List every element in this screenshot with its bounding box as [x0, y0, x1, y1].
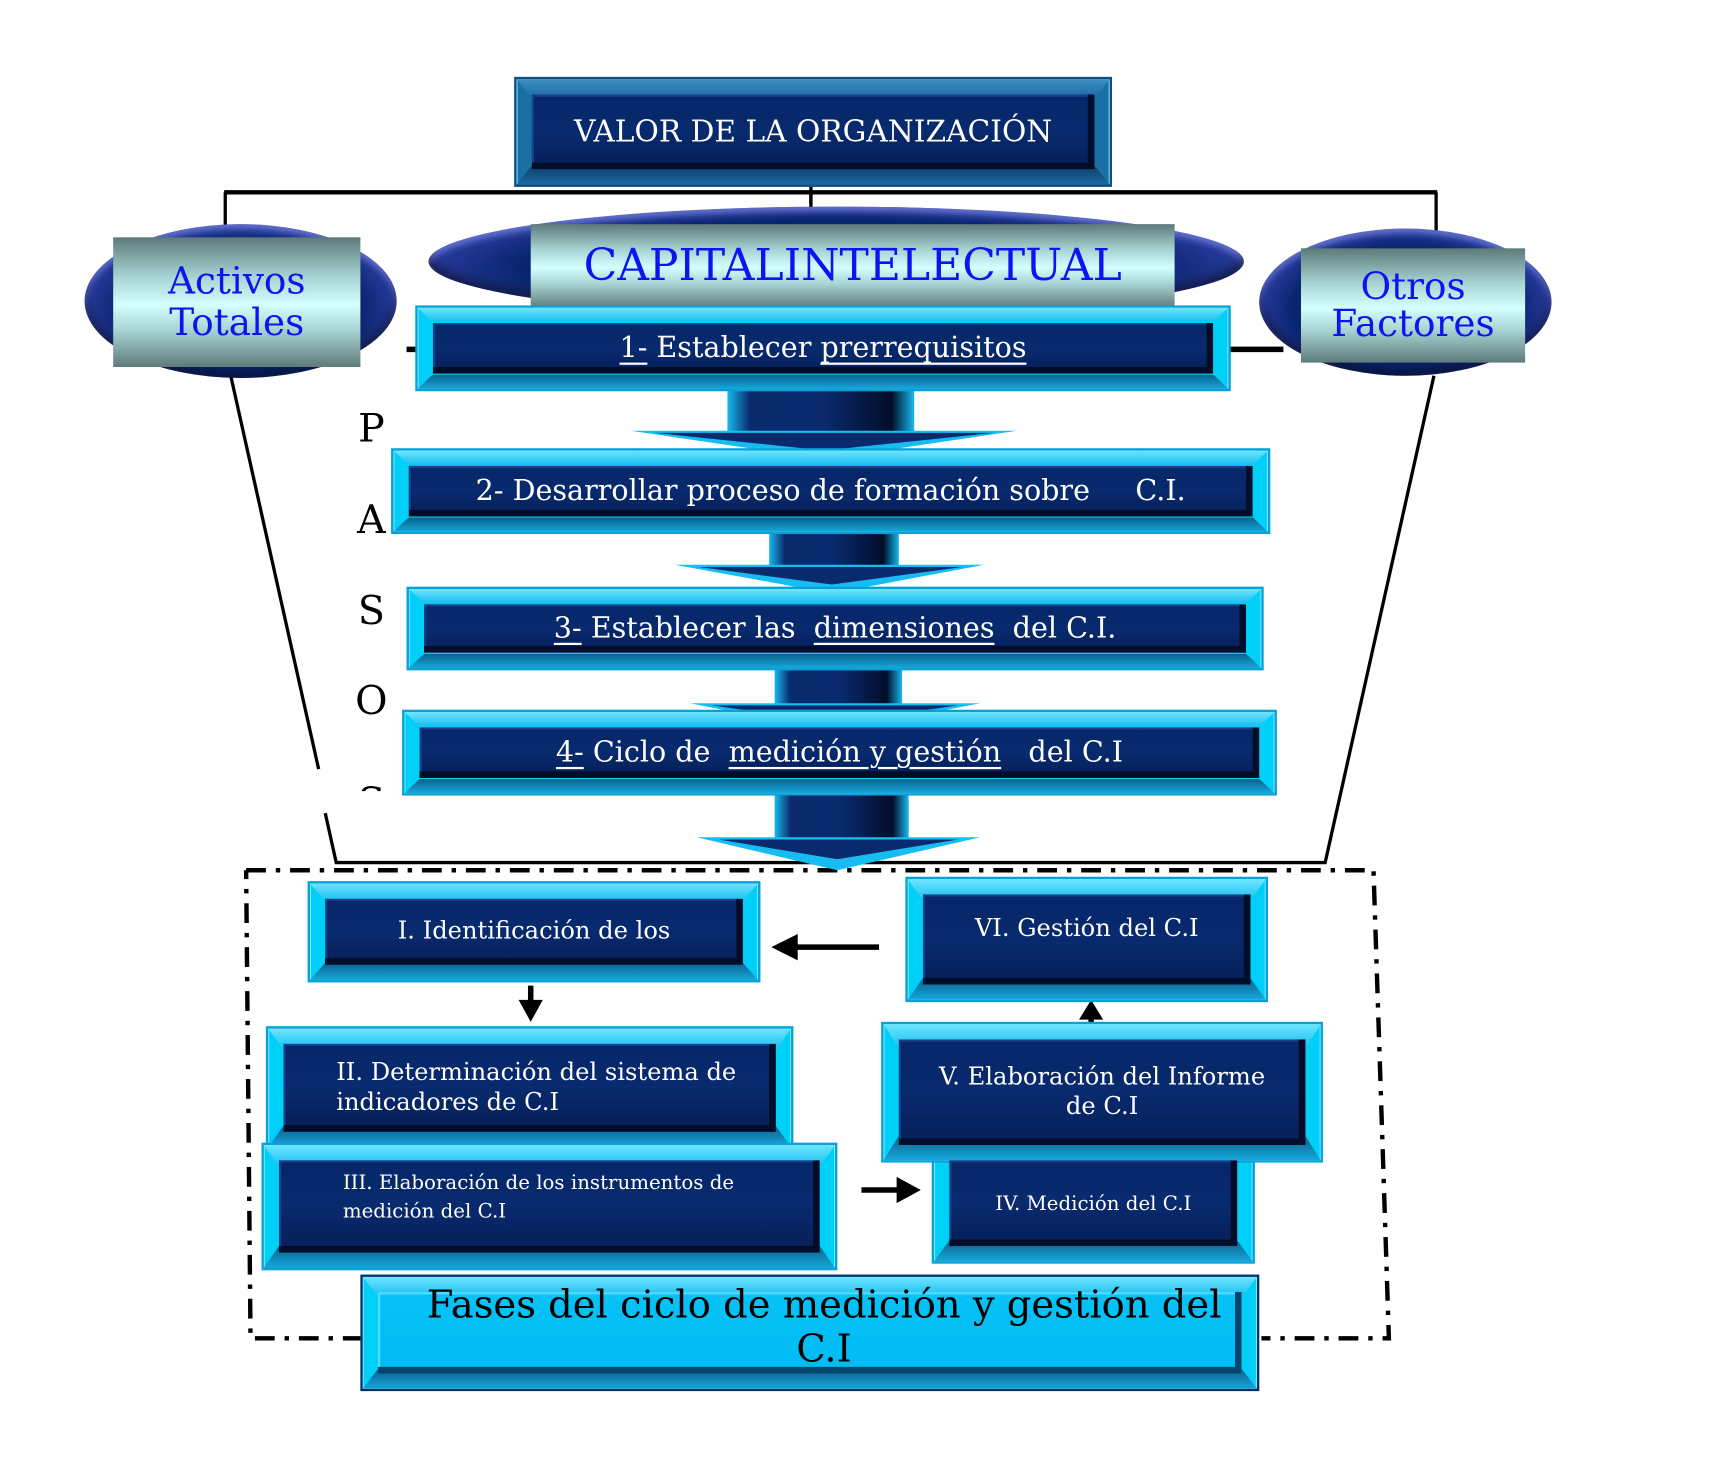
step-3-box: 3- Establecer las dimensiones del C.I.	[406, 586, 1264, 671]
phase-iii-box: III. Elaboración de los instrumentos de …	[261, 1142, 838, 1271]
pasos-letter-a: A	[357, 497, 386, 543]
phases-title-label: Fases del ciclo de medición y gestión de…	[426, 1283, 1222, 1372]
arrow-step2-to-step3	[674, 527, 985, 594]
arrow-i-to-ii	[518, 985, 543, 1022]
phase-iv-label: IV. Medición del C.I	[995, 1191, 1192, 1215]
funnel-left-edge-lower	[323, 812, 836, 865]
phase-vi-label: VI. Gestión del C.I	[974, 915, 1199, 943]
step-3-number: 3-	[553, 612, 582, 645]
step-4-keyword: medición y gestión	[728, 736, 1002, 770]
otros-factores-line1: Otros	[1360, 264, 1466, 309]
otros-factores-line2: Factores	[1331, 302, 1495, 347]
phase-ii-line2: indicadores de C.I	[336, 1088, 560, 1117]
phase-iv-box: IV. Medición del C.I	[931, 1142, 1255, 1264]
pasos-letter-s-clipped: S	[349, 776, 393, 791]
phases-frame	[243, 868, 1392, 1341]
step-2-box: 2- Desarrollar proceso de formación sobr…	[391, 448, 1271, 535]
step-4-number: 4-	[555, 736, 584, 770]
capital-intelectual-label: CAPITALINTELECTUAL	[583, 240, 1122, 292]
pasos-letter-s: S	[357, 588, 385, 635]
step-3-text: Establecer las	[590, 612, 796, 645]
phase-v-line1: V. Elaboración del Informe	[939, 1063, 1266, 1091]
activos-totales-node: Activos Totales	[113, 237, 361, 367]
step-4-text: Ciclo de	[592, 736, 711, 770]
step-4-box: 4- Ciclo de medición y gestión del C.I	[402, 709, 1277, 796]
step-3-suffix: del C.I.	[1012, 612, 1117, 645]
arrow-vi-to-i	[771, 933, 880, 961]
step-1-box: 1- Establecer prerrequisitos	[415, 305, 1231, 392]
phase-ii-line1: II. Determinación del sistema de	[336, 1058, 737, 1087]
arrow-step4-to-phases	[696, 788, 981, 871]
step-2-number: 2-	[475, 474, 504, 508]
pasos-letter-o: O	[355, 679, 388, 725]
phase-v-line2: de C.I	[1065, 1093, 1139, 1121]
valor-organizacion-box: VALOR DE LA ORGANIZACIÓN	[514, 76, 1112, 187]
arrow-step1-to-step2	[630, 384, 1018, 460]
phase-iii-line2: medición del C.I	[342, 1199, 507, 1223]
phase-vi-box: VI. Gestión del C.I	[905, 876, 1269, 1003]
step-1-keyword: prerrequisitos	[820, 331, 1027, 365]
step-4-suffix: del C.I	[1028, 736, 1124, 770]
funnel-left-edge	[229, 375, 321, 770]
activos-totales-line1: Activos	[167, 259, 306, 304]
arrow-iii-to-iv	[861, 1176, 921, 1204]
phase-ii-box: II. Determinación del sistema de indicad…	[265, 1026, 794, 1150]
step-1-text: Establecer	[656, 331, 812, 365]
valor-organizacion-label: VALOR DE LA ORGANIZACIÓN	[573, 114, 1053, 149]
otros-factores-node: Otros Factores	[1300, 248, 1526, 363]
activos-totales-line2: Totales	[169, 301, 305, 346]
step-3-keyword: dimensiones	[813, 612, 995, 645]
step-1-number: 1-	[619, 331, 648, 365]
capital-intelectual-node: CAPITALINTELECTUAL	[530, 224, 1175, 308]
phases-title-box: Fases del ciclo de medición y gestión de…	[360, 1274, 1260, 1392]
step-2-text: Desarrollar proceso de formación sobre	[512, 474, 1090, 508]
step-2-keyword: C.I.	[1135, 474, 1186, 508]
phase-iii-line1: III. Elaboración de los instrumentos de	[342, 1171, 735, 1195]
funnel-right-edge	[835, 375, 1436, 865]
pasos-letter-p: P	[358, 406, 385, 452]
phase-i-label: I. Identificación de los	[397, 917, 671, 946]
phase-i-box: I. Identificación de los	[307, 881, 761, 983]
phase-v-box: V. Elaboración del Informe de C.I	[881, 1021, 1323, 1163]
